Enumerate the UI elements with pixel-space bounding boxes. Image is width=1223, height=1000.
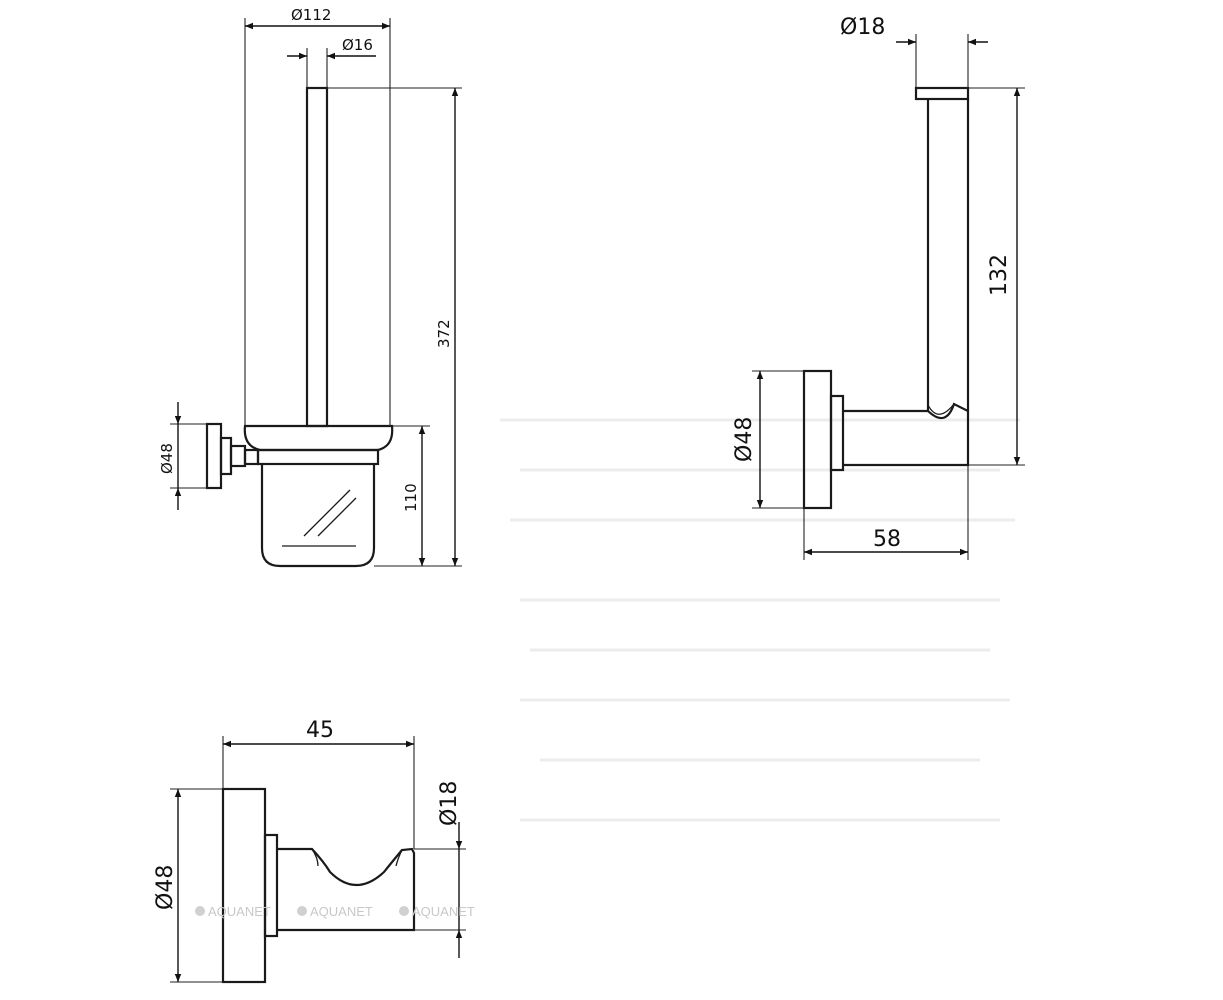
watermark-text: AQUANET <box>208 904 271 919</box>
roll-holder-rod <box>926 99 970 411</box>
dim-hook-projection: 45 <box>306 718 334 743</box>
dim-hook-diameter: Ø18 <box>437 781 462 826</box>
dim-roll-rod-diameter: Ø18 <box>840 15 885 40</box>
dim-brush-handle-diameter: Ø16 <box>342 36 373 54</box>
brush-handle <box>305 86 329 428</box>
brush-wall-plate <box>205 422 223 490</box>
dim-brush-total-height: 372 <box>435 319 453 348</box>
dim-roll-projection: 58 <box>873 527 901 552</box>
brush-cup-collar <box>256 448 380 466</box>
dim-hook-wall-plate: Ø48 <box>153 865 178 910</box>
brush-holder-drawing: Ø112 Ø16 372 110 Ø48 <box>158 6 462 568</box>
dim-brush-cup-height: 110 <box>402 483 420 512</box>
watermark-group: AQUANET AQUANET AQUANET <box>195 904 475 919</box>
watermark-text: AQUANET <box>412 904 475 919</box>
hook-body <box>277 847 416 932</box>
robe-hook-drawing: 45 Ø18 Ø48 <box>153 718 466 984</box>
dim-brush-wall-plate: Ø48 <box>158 443 176 474</box>
roll-wall-plate <box>802 369 833 510</box>
spare-roll-holder-drawing: Ø18 132 Ø48 58 <box>732 15 1025 560</box>
watermark-logo: AQUANET <box>297 904 373 919</box>
watermark-logo: AQUANET <box>195 904 271 919</box>
watermark-logo: AQUANET <box>399 904 475 919</box>
hook-wall-plate <box>221 787 267 984</box>
roll-holder-cap <box>914 86 970 101</box>
watermark-text: AQUANET <box>310 904 373 919</box>
brush-cup-rim <box>243 424 394 452</box>
dim-roll-rod-height: 132 <box>987 254 1012 296</box>
roll-holder-arm <box>843 402 970 467</box>
dim-brush-cup-diameter: Ø112 <box>291 6 331 24</box>
dim-roll-wall-plate: Ø48 <box>732 417 757 462</box>
brush-glass-cup <box>260 464 376 568</box>
